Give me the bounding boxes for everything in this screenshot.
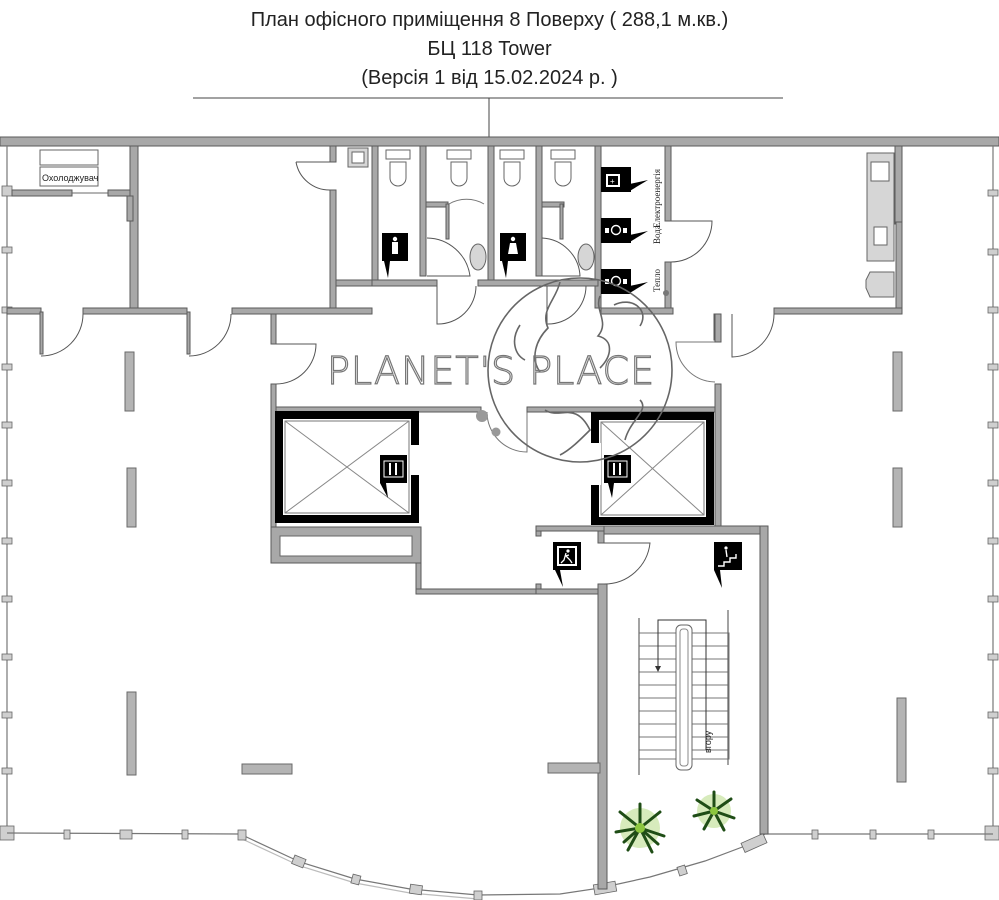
- lobby-walls: [270, 313, 722, 533]
- male-wc-sign: [382, 233, 408, 278]
- stairs-sign: [714, 542, 742, 588]
- west-glass-facade: [0, 146, 15, 841]
- stair-flight: вгору: [638, 610, 730, 775]
- watermark-text: PLANET'S PLACE: [327, 349, 655, 393]
- north-exterior-wall: [0, 136, 999, 147]
- stair-direction-arrow: [657, 619, 707, 750]
- electric-meter-sign: +: [601, 167, 648, 192]
- elevator-icon: [383, 460, 404, 478]
- svg-text:+: +: [610, 177, 615, 186]
- plant-left-icon: [614, 802, 666, 854]
- plan-title-block: План офісного приміщення 8 Поверху ( 288…: [0, 6, 979, 93]
- water-label: Вода: [652, 225, 662, 244]
- planets-place-watermark: PLANET'S PLACE: [326, 277, 673, 463]
- female-wc-sign: [500, 233, 526, 278]
- plant-right-icon: [692, 790, 736, 832]
- east-glass-facade: [984, 146, 999, 841]
- title-leader: [193, 97, 783, 137]
- building-name: БЦ 118 Tower: [427, 38, 552, 60]
- cleaning-room: [335, 145, 379, 287]
- emergency-exit-sign: [553, 542, 581, 587]
- version-date: (Версія 1 від 15.02.2024 р. ): [361, 67, 618, 89]
- utility-room: + Електроенергія Вода Тепло: [601, 145, 713, 309]
- stairs-up-label: вгору: [703, 730, 713, 753]
- valve-icon: [610, 224, 622, 236]
- kitchen-room: [600, 145, 903, 358]
- structural-columns: [124, 351, 907, 783]
- wc-block: [371, 145, 602, 325]
- cooler-label: Охолоджувач: [42, 173, 99, 183]
- water-meter-sign: [601, 218, 648, 243]
- elevator-sign-right: [604, 455, 631, 498]
- electricity-label: Електроенергія: [652, 169, 662, 228]
- heat-label: Тепло: [652, 269, 662, 292]
- male-figure-icon: [392, 236, 398, 242]
- elevator-icon: [607, 460, 628, 478]
- elevator-shaft-right: [589, 412, 714, 525]
- plan-title: План офісного приміщення 8 Поверху ( 288…: [250, 9, 729, 31]
- south-glass-facade: [6, 829, 993, 900]
- stairwell: вгору: [415, 525, 769, 890]
- elevator-sign-left: [380, 455, 407, 498]
- cooler-unit: Охолоджувач: [39, 149, 99, 187]
- top-left-rooms: [6, 145, 373, 357]
- person-on-stairs-icon: [718, 554, 737, 567]
- elevator-shaft-left: [270, 411, 423, 564]
- female-figure-icon: [510, 236, 516, 242]
